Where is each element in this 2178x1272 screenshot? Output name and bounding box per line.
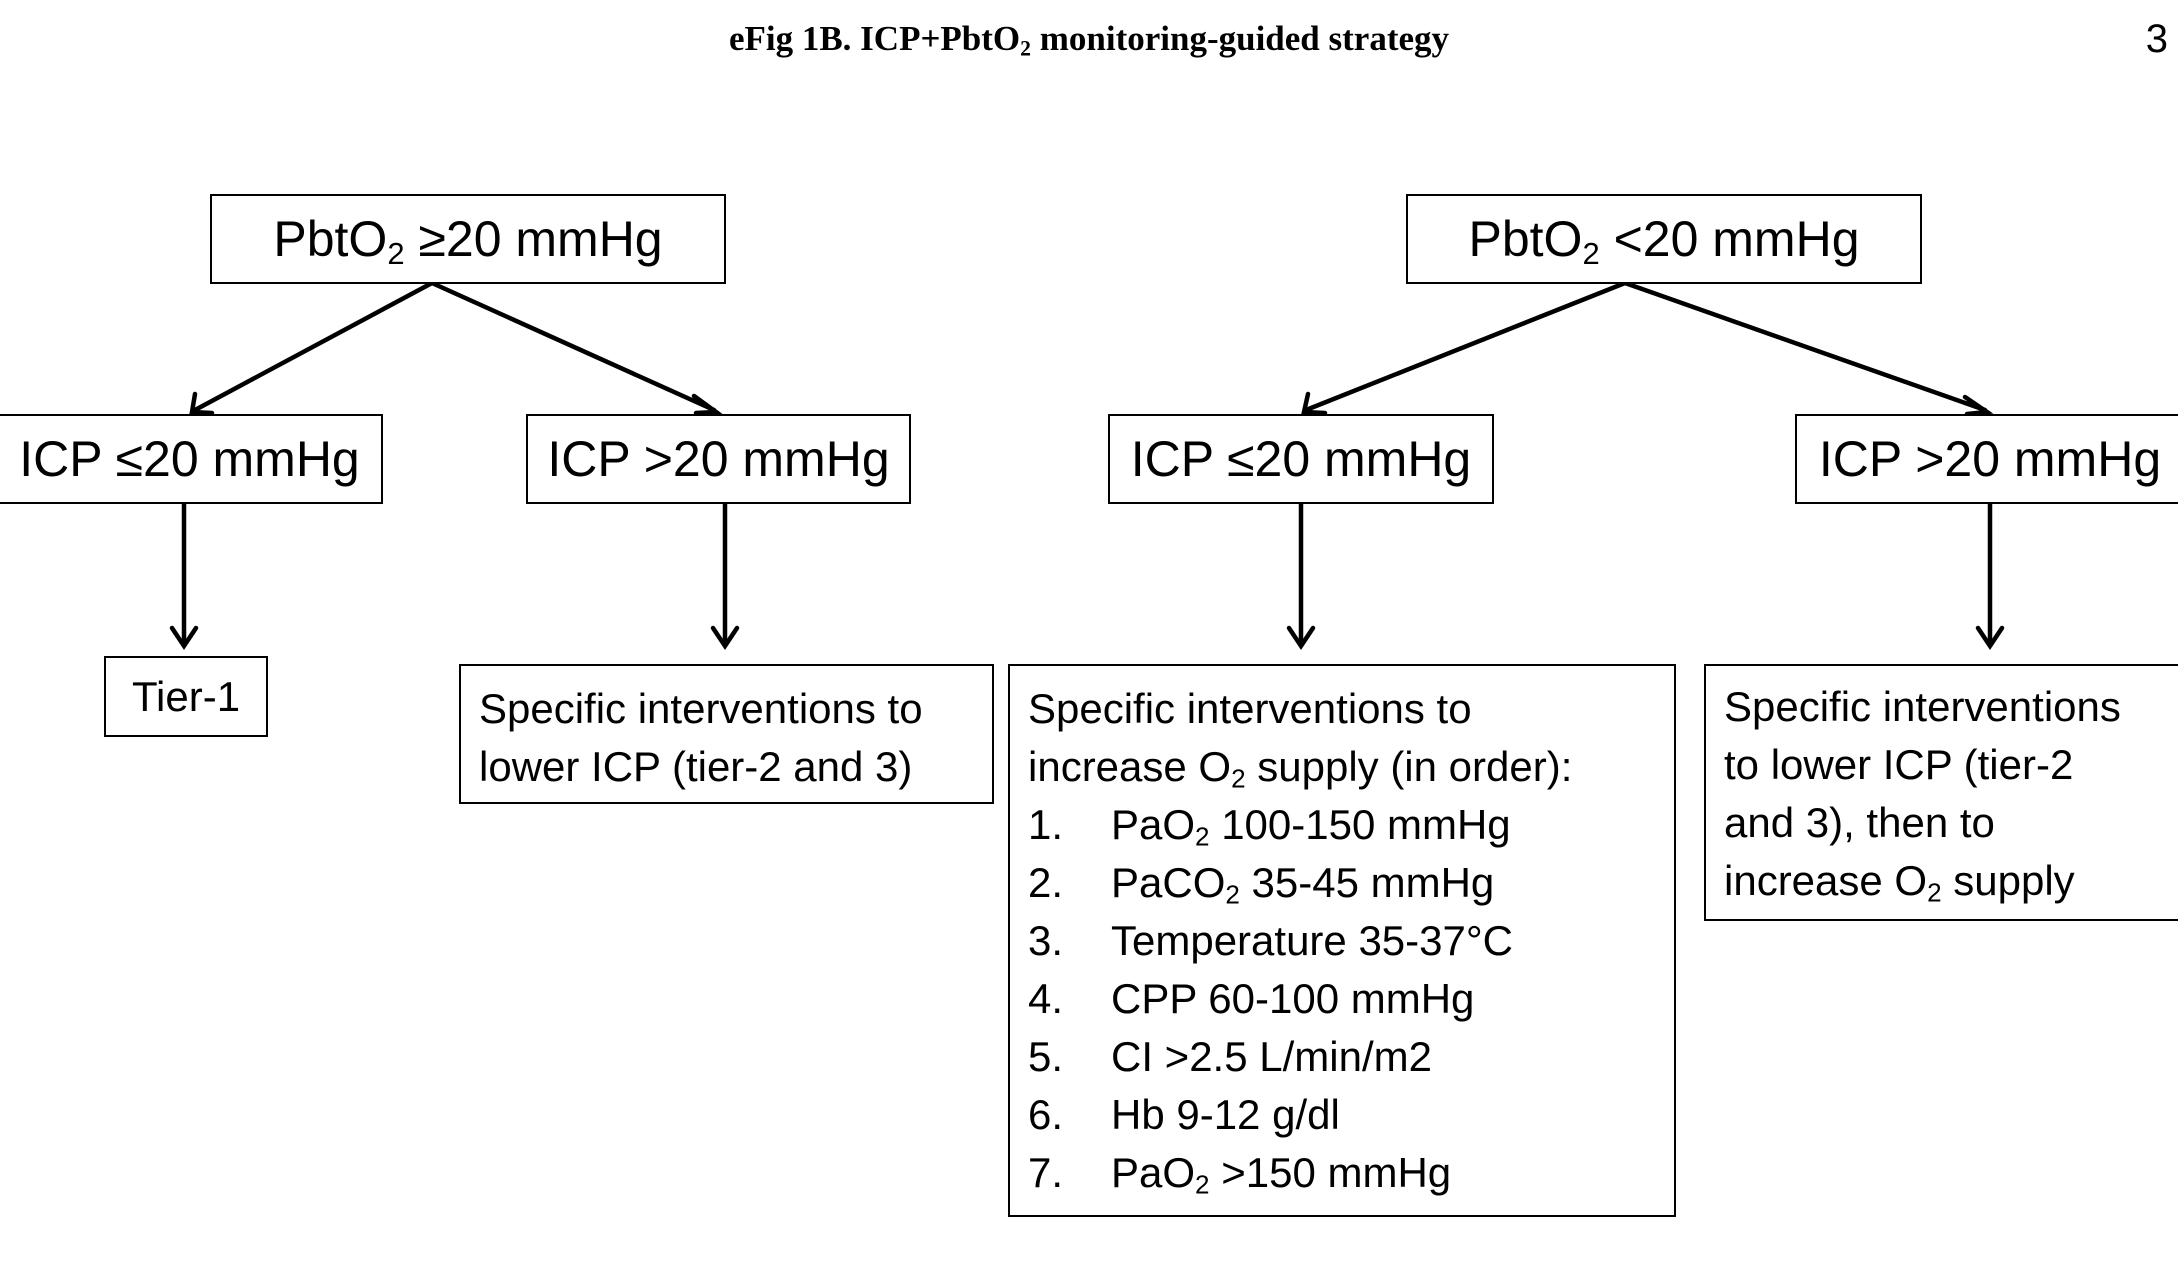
right-icp-low-box: ICP ≤20 mmHg	[1108, 414, 1494, 504]
right-high-result-line-4: increase O2 supply	[1724, 857, 2075, 908]
tier1-label: Tier-1	[131, 672, 241, 720]
left-icp-high-box: ICP >20 mmHg	[526, 414, 911, 504]
list-item: 2.PaCO2 35-45 mmHg	[1028, 859, 1495, 910]
list-item: 7.PaO2 >150 mmHg	[1028, 1149, 1452, 1200]
left-high-result-line-2: lower ICP (tier-2 and 3)	[479, 743, 913, 790]
left-high-result-box: Specific interventions to lower ICP (tie…	[459, 664, 994, 804]
arrowhead-right-high-result	[1975, 625, 2005, 651]
left-icp-high-label: ICP >20 mmHg	[547, 431, 890, 487]
right-low-result-line-2: increase O2 supply (in order):	[1028, 743, 1573, 794]
right-high-result-line-1: Specific interventions	[1724, 683, 2121, 730]
arrow-right-to-icp-high	[1622, 280, 1988, 413]
arrow-left-to-icp-high	[429, 280, 717, 413]
arrowhead-right-icp-low	[1301, 391, 1328, 416]
tier1-box: Tier-1	[104, 656, 268, 737]
right-header-box: PbtO2 <20 mmHg	[1406, 194, 1922, 284]
arrow-right-to-icp-low	[1303, 280, 1628, 413]
left-header-label: PbtO2 ≥20 mmHg	[273, 211, 663, 271]
page-number: 3	[2145, 17, 2168, 61]
list-item: 3.Temperature 35-37°C	[1028, 917, 1513, 964]
right-low-result-line-1: Specific interventions to	[1028, 685, 1472, 732]
right-high-result-line-3: and 3), then to	[1724, 799, 1995, 846]
arrow-left-to-icp-low	[192, 280, 435, 413]
right-low-result-box: Specific interventions to increase O2 su…	[1008, 664, 1676, 1217]
left-high-result-line-1: Specific interventions to	[479, 685, 923, 732]
right-icp-high-box: ICP >20 mmHg	[1795, 414, 2178, 504]
list-item: 6.Hb 9-12 g/dl	[1028, 1091, 1340, 1138]
left-icp-low-box: ICP ≤20 mmHg	[0, 414, 383, 504]
arrowhead-right-icp-high	[1962, 394, 1994, 417]
right-high-result-line-2: to lower ICP (tier-2	[1724, 741, 2074, 788]
right-icp-high-label: ICP >20 mmHg	[1818, 431, 2162, 487]
left-header-box: PbtO2 ≥20 mmHg	[210, 194, 726, 284]
list-item: 4.CPP 60-100 mmHg	[1028, 975, 1475, 1022]
right-icp-low-label: ICP ≤20 mmHg	[1130, 431, 1472, 487]
arrowhead-left-icp-high	[691, 393, 723, 416]
list-item: 5.CI >2.5 L/min/m2	[1028, 1033, 1432, 1080]
figure-title: eFig 1B. ICP+PbtO2 monitoring-guided str…	[728, 19, 1450, 61]
list-item: 1.PaO2 100-150 mmHg	[1028, 801, 1511, 852]
arrowhead-right-low-result	[1286, 625, 1316, 651]
right-header-label: PbtO2 <20 mmHg	[1468, 211, 1860, 271]
left-icp-low-label: ICP ≤20 mmHg	[19, 431, 360, 487]
o2-supply-steps-list: 1.PaO2 100-150 mmHg 2.PaCO2 35-45 mmHg 3…	[1028, 796, 1656, 1202]
right-high-result-box: Specific interventions to lower ICP (tie…	[1704, 664, 2178, 921]
arrowhead-left-high-result	[710, 625, 740, 651]
arrowhead-left-icp-low	[189, 391, 215, 416]
arrowhead-tier1	[169, 625, 199, 651]
